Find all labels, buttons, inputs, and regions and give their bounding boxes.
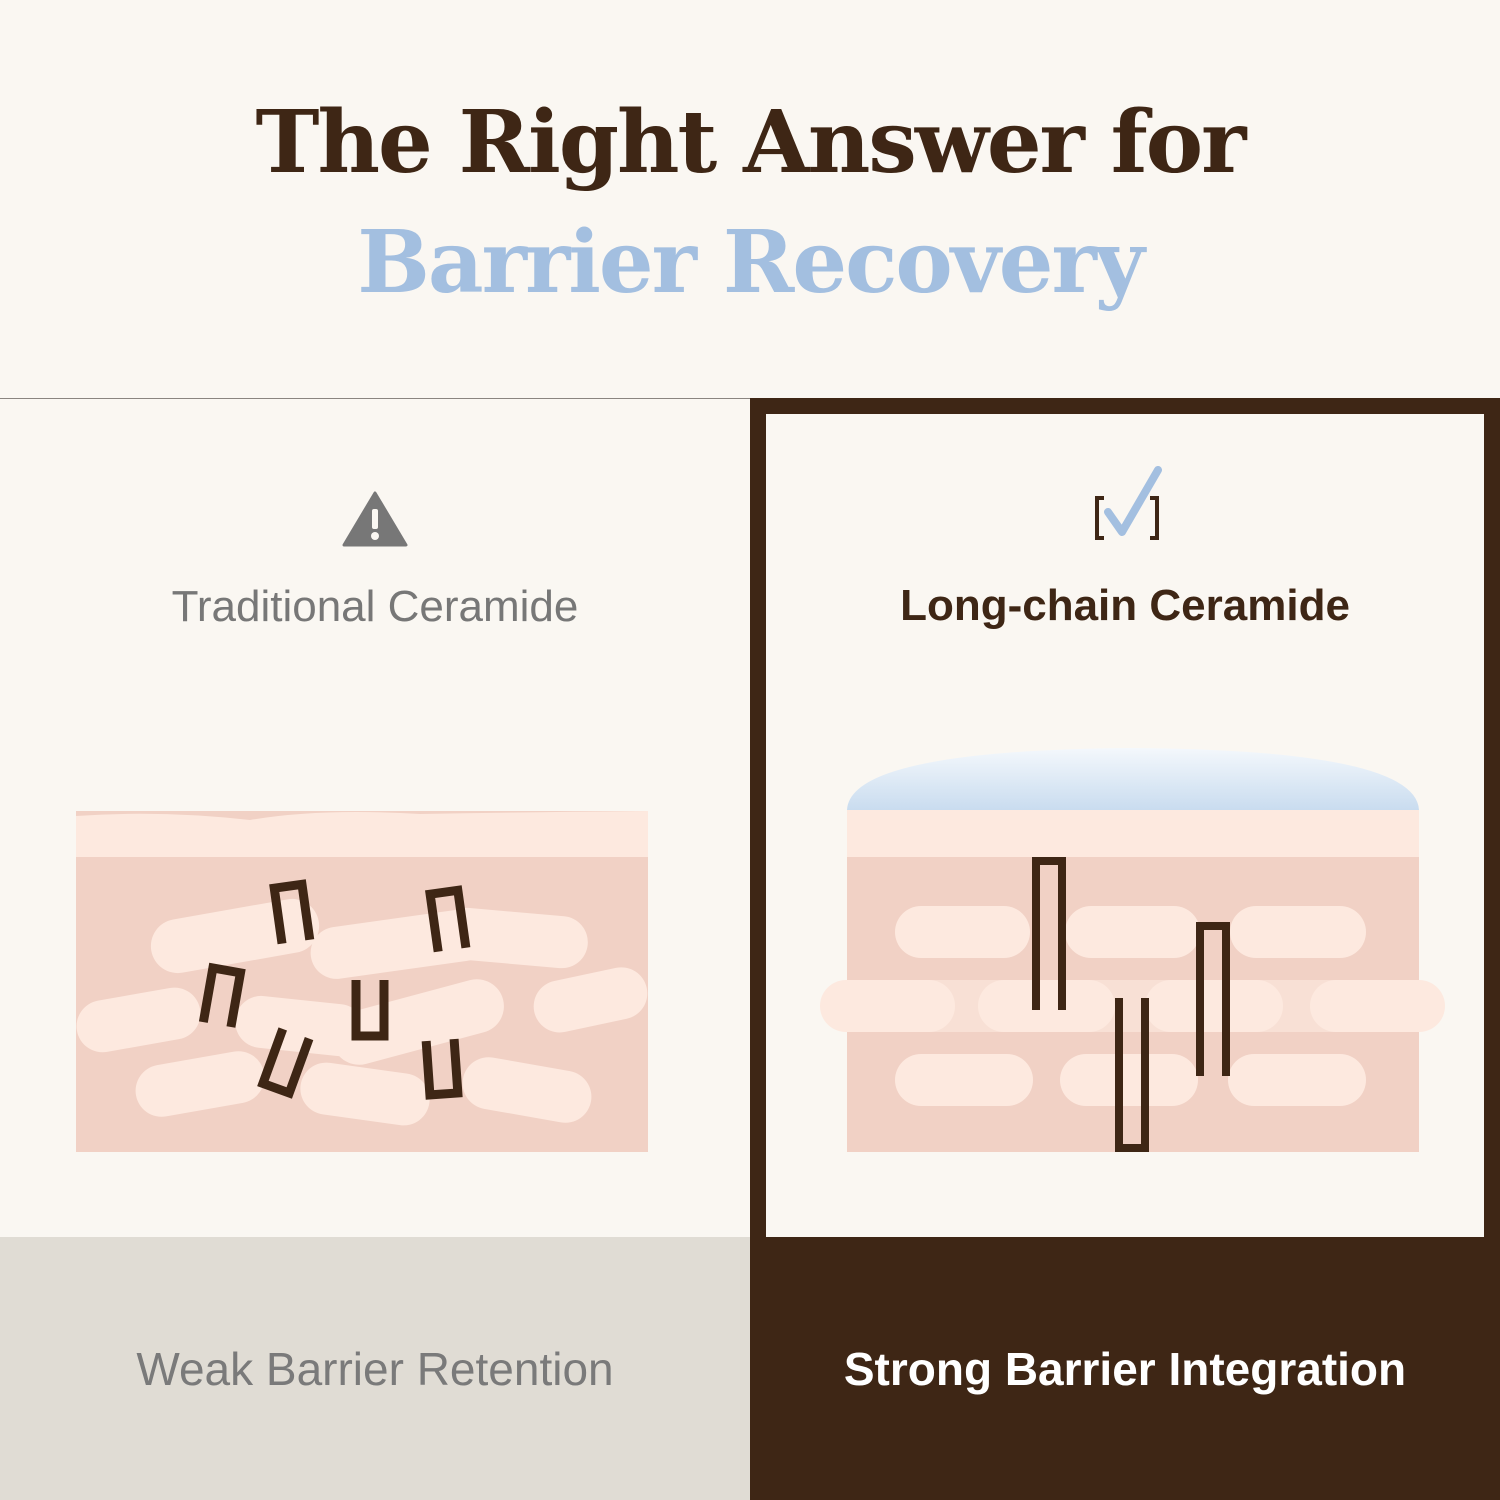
strong-barrier-skin-illustration — [820, 748, 1445, 1152]
skin-cells — [820, 906, 1445, 1106]
checkbox-check-icon — [1095, 466, 1162, 540]
traditional-ceramide-label: Traditional Ceramide — [171, 582, 579, 631]
skin-surface — [847, 810, 1419, 857]
title-line-2: Barrier Recovery — [357, 212, 1145, 313]
long-chain-ceramide-molecules — [1032, 857, 1230, 1152]
header-divider — [0, 398, 750, 399]
strong-barrier-caption: Strong Barrier Integration — [843, 1342, 1407, 1395]
weak-barrier-skin-illustration — [76, 811, 648, 1152]
skin-cells — [76, 898, 648, 1126]
strong-barrier-caption-bar: Strong Barrier Integration — [750, 1237, 1500, 1500]
moisture-film — [847, 748, 1419, 810]
skin-surface — [76, 811, 648, 857]
weak-barrier-caption: Weak Barrier Retention — [136, 1342, 614, 1395]
title-line-1: The Right Answer for — [255, 92, 1247, 193]
ceramide-molecules — [198, 879, 471, 1100]
long-chain-ceramide-label: Long-chain Ceramide — [900, 581, 1350, 630]
weak-barrier-caption-bar: Weak Barrier Retention — [0, 1237, 750, 1500]
warning-triangle-icon — [342, 491, 408, 547]
